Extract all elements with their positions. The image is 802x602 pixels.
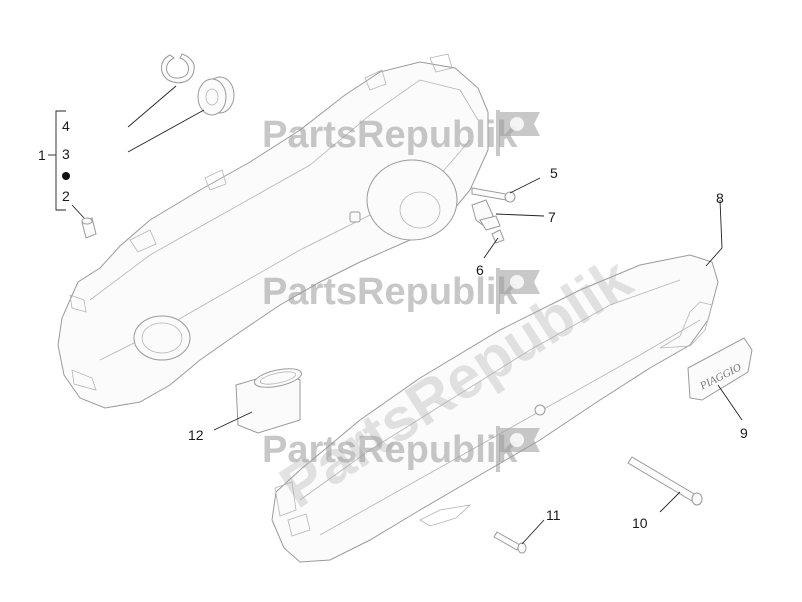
group-dot [62,172,70,180]
callout-3: 3 [62,146,70,162]
callout-4: 4 [62,118,70,134]
watermark-top: PartsRepublik [262,114,518,156]
watermark-middle-flag-icon [496,268,540,314]
callout-labels: 1 4 3 2 5 7 6 8 9 10 11 12 [38,118,748,531]
circlip [161,53,195,84]
clip-7 [471,199,501,231]
callout-6: 6 [476,262,484,278]
callout-10: 10 [632,515,648,531]
crankcase-cover [57,53,489,409]
watermark-middle: PartsRepublik [262,271,518,313]
callout-5: 5 [550,165,558,181]
transmission-cover [271,254,719,563]
callout-1: 1 [38,147,46,163]
short-bolt [493,531,527,554]
watermark-bottom: PartsRepublik [262,429,518,471]
leader-lines [48,85,743,545]
callout-9: 9 [740,425,748,441]
screw-6 [491,229,505,244]
dowel-pin [81,217,97,239]
callout-8: 8 [716,190,724,206]
bearing [197,76,235,116]
long-bolt [627,456,703,506]
watermark-top-flag-icon [496,110,540,156]
sleeve [235,368,303,434]
callout-2: 2 [62,188,70,204]
callout-7: 7 [548,209,556,225]
emblem-badge: PIAGGIO [687,337,753,401]
watermark-bottom-flag-icon [496,426,540,472]
callout-12: 12 [188,427,204,443]
screw-5 [471,187,516,203]
callout-11: 11 [546,507,561,523]
